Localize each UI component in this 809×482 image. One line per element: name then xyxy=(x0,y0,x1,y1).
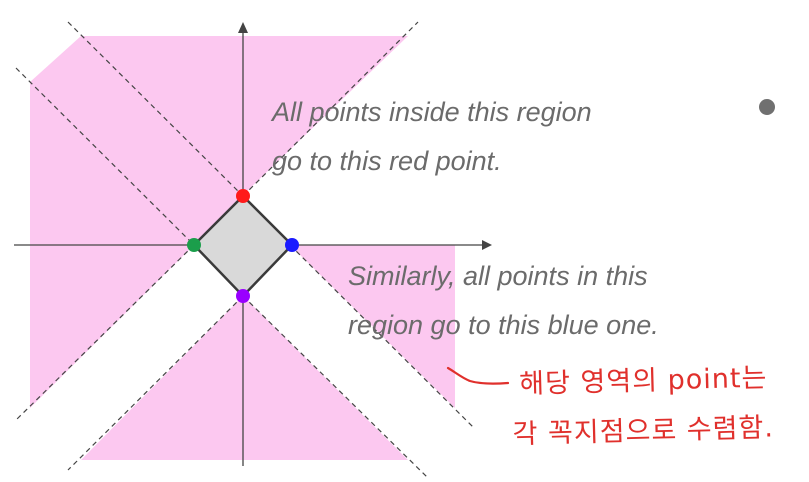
vertex-point-right xyxy=(285,238,299,252)
vertex-point-top xyxy=(236,189,250,203)
vertex-point-bottom xyxy=(236,289,250,303)
handwritten-arrow-icon xyxy=(446,366,510,385)
dashed-line-tl-2 xyxy=(15,67,195,246)
dashed-line-br-1 xyxy=(289,244,475,429)
x-axis-arrow-icon xyxy=(482,240,492,250)
handwritten-note: 해당 영역의 point는 각 꼭지점으로 수렴함. xyxy=(512,353,775,460)
region-bottom xyxy=(81,296,408,460)
handwritten-note-line-1: 해당 영역의 point는 xyxy=(518,362,768,401)
blue-region-caption: Similarly, all points in this region go … xyxy=(348,252,659,350)
blue-region-caption-line-2: region go to this blue one. xyxy=(348,310,659,340)
red-region-caption-line-2: go to this red point. xyxy=(272,146,502,176)
dashed-line-bl-1 xyxy=(15,244,195,421)
vertex-points xyxy=(187,189,299,303)
vertex-point-left xyxy=(187,238,201,252)
bullet-icon xyxy=(759,99,775,115)
handwritten-note-line-2: 각 꼭지점으로 수렴함. xyxy=(512,412,775,451)
y-axis-arrow-icon xyxy=(238,22,248,33)
dashed-line-br-2 xyxy=(242,295,429,479)
dashed-boundaries xyxy=(15,21,475,479)
red-region-caption-line-1: All points inside this region xyxy=(272,97,592,127)
blue-region-caption-line-1: Similarly, all points in this xyxy=(348,261,648,291)
red-region-caption: All points inside this region go to this… xyxy=(272,88,592,186)
region-top-left xyxy=(30,36,243,245)
